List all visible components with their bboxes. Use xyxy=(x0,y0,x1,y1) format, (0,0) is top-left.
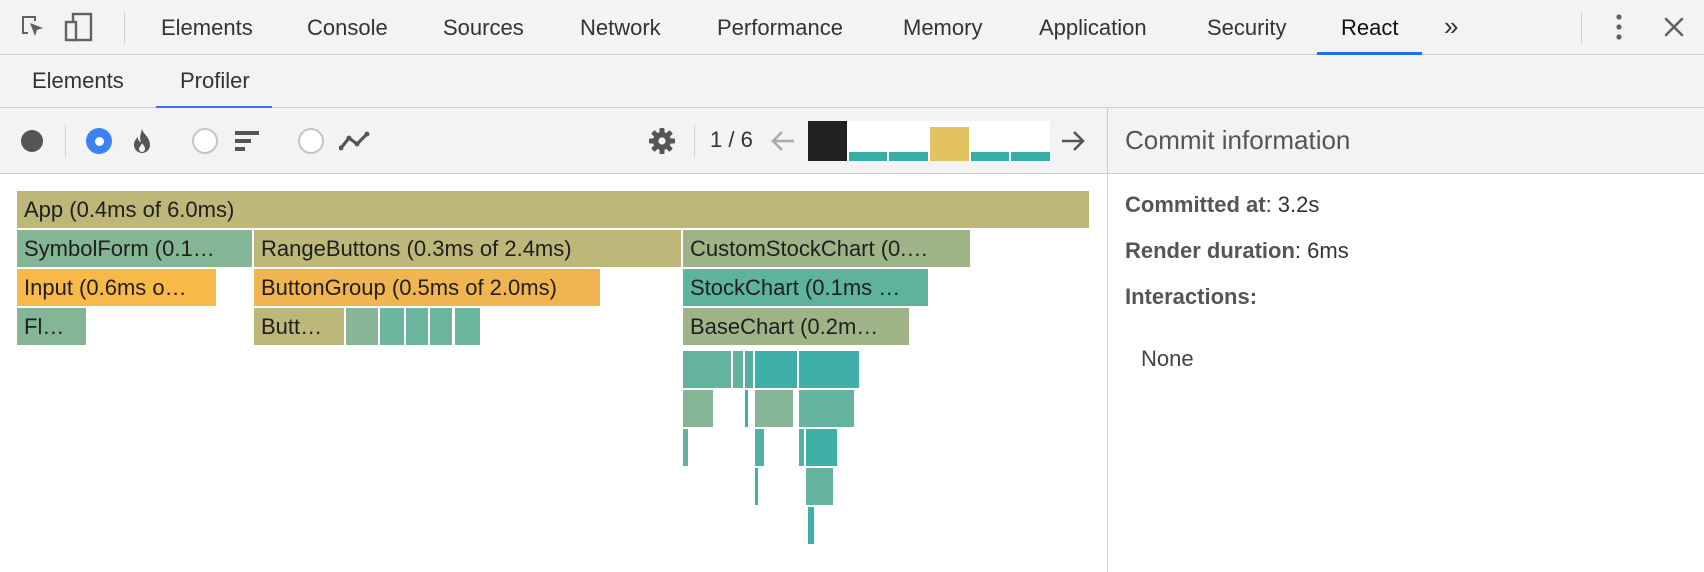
flame-node-chart-child[interactable] xyxy=(733,351,743,388)
tab-memory[interactable]: Memory xyxy=(903,0,982,55)
tab-application[interactable]: Application xyxy=(1039,0,1147,55)
flame-node-fl[interactable]: Fl… xyxy=(17,308,86,345)
tab-performance[interactable]: Performance xyxy=(717,0,843,55)
tab-sources[interactable]: Sources xyxy=(443,0,524,55)
close-icon[interactable] xyxy=(1659,12,1689,42)
interactions-row: Interactions: xyxy=(1125,284,1257,310)
subtab-label: Profiler xyxy=(180,68,250,93)
flame-node-chart-child[interactable] xyxy=(683,390,713,427)
tab-react[interactable]: React xyxy=(1317,0,1423,55)
commit-bar-selected[interactable] xyxy=(808,121,847,161)
flame-icon xyxy=(130,127,154,160)
flame-node-symbolform[interactable]: SymbolForm (0.1… xyxy=(17,230,252,267)
flame-node-chart-child[interactable] xyxy=(806,468,833,505)
flame-node-chart-child[interactable] xyxy=(755,351,797,388)
active-subtab-indicator xyxy=(156,106,272,109)
commit-bar[interactable] xyxy=(970,152,1010,161)
tab-label: Performance xyxy=(717,15,843,40)
toolbar-divider xyxy=(694,125,695,157)
committed-at-label: Committed at xyxy=(1125,192,1266,217)
render-duration-label: Render duration xyxy=(1125,238,1295,263)
render-duration-row: Render duration: 6ms xyxy=(1125,238,1349,263)
tab-elements[interactable]: Elements xyxy=(161,0,253,55)
react-subtab-bar: Elements Profiler xyxy=(0,55,1704,109)
flame-node-button[interactable] xyxy=(346,308,378,345)
flamegraph: App (0.4ms of 6.0ms) SymbolForm (0.1… Ra… xyxy=(0,174,1107,572)
flame-node-chart-child[interactable] xyxy=(755,390,793,427)
flame-node-chart-child[interactable] xyxy=(745,351,753,388)
interactions-radio[interactable] xyxy=(298,128,324,154)
flame-node-input[interactable]: Input (0.6ms o… xyxy=(17,269,216,306)
commit-selector[interactable] xyxy=(808,121,1050,161)
flame-node-chart-child[interactable] xyxy=(799,351,859,388)
interactions-icon xyxy=(338,130,371,157)
flame-node-app[interactable]: App (0.4ms of 6.0ms) xyxy=(17,191,1089,228)
flame-node-chart-child[interactable] xyxy=(799,390,854,427)
tab-label: Security xyxy=(1207,15,1287,40)
flame-node-chart-child[interactable] xyxy=(755,468,758,505)
flame-node-button[interactable] xyxy=(430,308,452,345)
gear-icon[interactable] xyxy=(648,127,676,160)
flame-node-chart-child[interactable] xyxy=(755,429,764,466)
committed-at-value: 3.2s xyxy=(1277,192,1320,217)
flame-node-basechart[interactable]: BaseChart (0.2m… xyxy=(683,308,909,345)
inspect-element-icon[interactable] xyxy=(18,12,48,42)
commit-bar[interactable] xyxy=(848,152,888,161)
tab-network[interactable]: Network xyxy=(580,0,661,55)
tab-label: Memory xyxy=(903,15,983,40)
active-tab-indicator xyxy=(1317,52,1423,55)
flame-node-button[interactable] xyxy=(455,308,480,345)
record-icon[interactable] xyxy=(21,130,43,152)
double-chevron-right-icon[interactable]: » xyxy=(1444,11,1459,41)
interactions-label: Interactions: xyxy=(1125,284,1258,309)
commit-info-title: Commit information xyxy=(1108,108,1704,174)
flame-node-button[interactable] xyxy=(406,308,428,345)
commit-bar[interactable] xyxy=(889,152,928,161)
toolbar-divider xyxy=(1581,12,1582,44)
flame-node-chart-child[interactable] xyxy=(683,351,731,388)
device-toolbar-icon[interactable] xyxy=(64,12,94,42)
flamegraph-radio[interactable] xyxy=(86,128,112,154)
subtab-label: Elements xyxy=(32,68,124,93)
commit-bar[interactable] xyxy=(930,127,969,161)
committed-at-row: Committed at: 3.2s xyxy=(1125,192,1320,217)
tab-label: Application xyxy=(1039,15,1147,40)
flame-node-stockchart[interactable]: StockChart (0.1ms … xyxy=(683,269,928,306)
commit-info-panel: Commit information Committed at: 3.2s Re… xyxy=(1107,108,1704,572)
flame-node-chart-child[interactable] xyxy=(799,429,804,466)
profiler-toolbar: 1 / 6 xyxy=(0,108,1108,174)
flame-node-chart-child[interactable] xyxy=(806,429,837,466)
flame-node-butt[interactable]: Butt… xyxy=(254,308,344,345)
tab-label: Sources xyxy=(443,15,524,40)
ranked-radio[interactable] xyxy=(192,128,218,154)
commit-bar[interactable] xyxy=(1011,152,1050,161)
tab-label: Network xyxy=(580,15,661,40)
tab-label: React xyxy=(1341,15,1399,40)
toolbar-divider xyxy=(65,125,66,157)
toolbar-divider xyxy=(124,12,125,44)
tab-label: Elements xyxy=(161,15,253,40)
ranked-icon xyxy=(235,130,261,157)
vertical-ellipsis-icon[interactable] xyxy=(1604,12,1634,42)
flame-node-button[interactable] xyxy=(380,308,404,345)
arrow-left-icon[interactable] xyxy=(770,129,796,158)
flame-node-buttongroup[interactable]: ButtonGroup (0.5ms of 2.0ms) xyxy=(254,269,600,306)
subtab-elements[interactable]: Elements xyxy=(32,55,124,108)
subtab-profiler[interactable]: Profiler xyxy=(156,55,272,109)
arrow-right-icon[interactable] xyxy=(1060,129,1086,158)
tab-label: Console xyxy=(307,15,388,40)
flame-node-customstockchart[interactable]: CustomStockChart (0.… xyxy=(683,230,970,267)
render-duration-value: 6ms xyxy=(1307,238,1349,263)
flame-node-chart-child[interactable] xyxy=(745,390,748,427)
interactions-value: None xyxy=(1141,346,1194,371)
devtools-tab-bar: Elements Console Sources Network Perform… xyxy=(0,0,1704,55)
tab-security[interactable]: Security xyxy=(1207,0,1286,55)
flame-node-chart-child[interactable] xyxy=(808,507,814,544)
tab-console[interactable]: Console xyxy=(307,0,388,55)
flame-node-chart-child[interactable] xyxy=(683,429,688,466)
flame-node-rangebuttons[interactable]: RangeButtons (0.3ms of 2.4ms) xyxy=(254,230,681,267)
commit-counter: 1 / 6 xyxy=(710,127,753,152)
